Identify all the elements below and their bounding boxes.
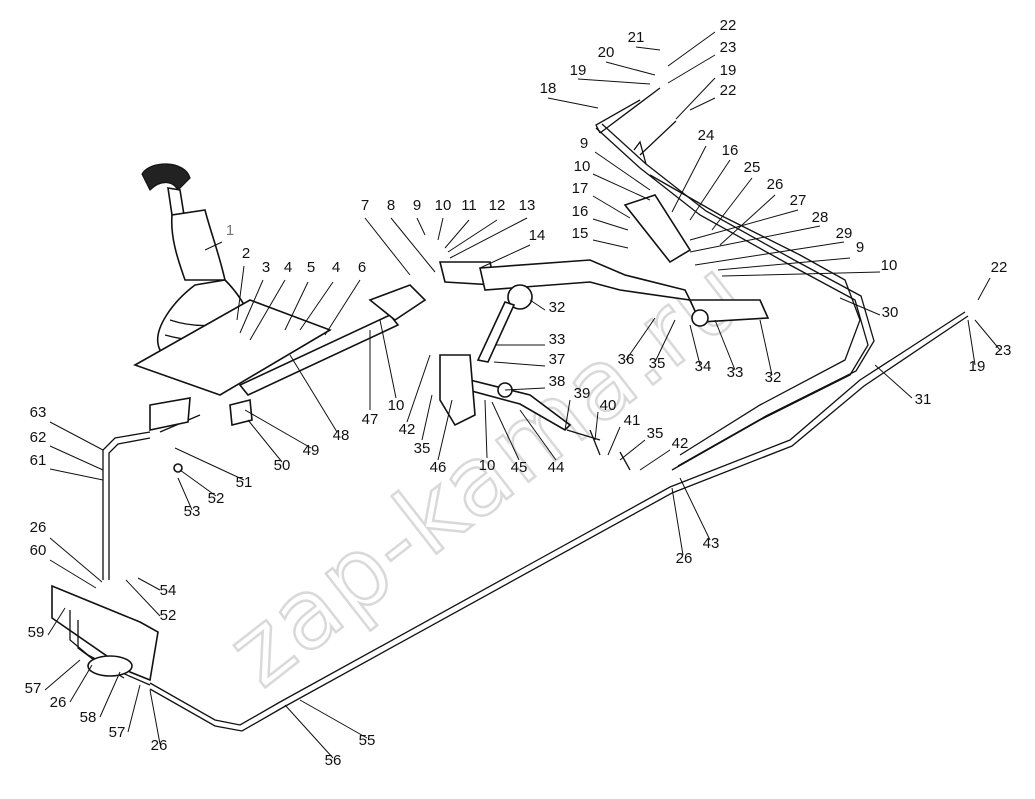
callout-51: 51 xyxy=(236,474,253,491)
callout-3: 3 xyxy=(262,259,270,276)
callout-46: 46 xyxy=(430,459,447,476)
callout-24: 24 xyxy=(698,127,715,144)
callout-29: 29 xyxy=(836,225,853,242)
callout-41: 41 xyxy=(624,412,641,429)
callout-47: 47 xyxy=(362,411,379,428)
callout-16: 16 xyxy=(722,142,739,159)
callout-42: 42 xyxy=(672,435,689,452)
shift-rods xyxy=(149,194,770,473)
callout-2: 2 xyxy=(242,245,250,262)
callout-10: 10 xyxy=(388,397,405,414)
callout-57: 57 xyxy=(109,724,126,741)
callout-19: 19 xyxy=(570,62,587,79)
callout-18: 18 xyxy=(540,80,557,97)
callout-61: 61 xyxy=(30,452,47,469)
callout-26: 26 xyxy=(767,176,784,193)
callout-32: 32 xyxy=(549,299,566,316)
callout-17: 17 xyxy=(572,180,589,197)
callout-25: 25 xyxy=(744,159,761,176)
callout-9: 9 xyxy=(580,135,588,152)
callout-37: 37 xyxy=(549,351,566,368)
callout-26: 26 xyxy=(30,519,47,536)
callout-50: 50 xyxy=(274,457,291,474)
callout-23: 23 xyxy=(720,39,737,56)
callout-4: 4 xyxy=(332,259,340,276)
callout-22: 22 xyxy=(720,17,737,34)
callout-5: 5 xyxy=(307,259,315,276)
callout-35: 35 xyxy=(414,440,431,457)
callout-32: 32 xyxy=(765,369,782,386)
callout-15: 15 xyxy=(572,225,589,242)
callout-22: 22 xyxy=(991,259,1008,276)
callout-42: 42 xyxy=(399,421,416,438)
callout-44: 44 xyxy=(548,459,565,476)
callout-16: 16 xyxy=(572,203,589,220)
callout-56: 56 xyxy=(325,752,342,769)
callout-9: 9 xyxy=(856,239,864,256)
callout-33: 33 xyxy=(727,364,744,381)
callout-6: 6 xyxy=(358,259,366,276)
callout-19: 19 xyxy=(969,358,986,375)
control-cables xyxy=(51,87,969,732)
callout-63: 63 xyxy=(30,404,47,421)
callout-48: 48 xyxy=(333,427,350,444)
callout-1: 1 xyxy=(226,222,234,239)
callout-14: 14 xyxy=(529,227,546,244)
callout-13: 13 xyxy=(519,197,536,214)
callout-20: 20 xyxy=(598,44,615,61)
callout-9: 9 xyxy=(413,197,421,214)
callout-62: 62 xyxy=(30,429,47,446)
callout-52: 52 xyxy=(160,607,177,624)
callout-59: 59 xyxy=(28,624,45,641)
callout-38: 38 xyxy=(549,373,566,390)
callout-39: 39 xyxy=(574,385,591,402)
callout-11: 11 xyxy=(461,197,477,214)
callout-22: 22 xyxy=(720,82,737,99)
callout-58: 58 xyxy=(80,709,97,726)
callout-26: 26 xyxy=(151,737,168,754)
callout-10: 10 xyxy=(435,197,452,214)
callout-60: 60 xyxy=(30,542,47,559)
callout-45: 45 xyxy=(511,459,528,476)
callout-8: 8 xyxy=(387,197,395,214)
callout-10: 10 xyxy=(574,158,591,175)
callout-40: 40 xyxy=(600,397,617,414)
callout-43: 43 xyxy=(703,535,720,552)
callout-30: 30 xyxy=(882,304,899,321)
callout-23: 23 xyxy=(995,342,1012,359)
callout-54: 54 xyxy=(160,582,177,599)
callout-35: 35 xyxy=(647,425,664,442)
callout-34: 34 xyxy=(695,358,712,375)
callout-26: 26 xyxy=(676,550,693,567)
callout-49: 49 xyxy=(303,442,320,459)
callout-27: 27 xyxy=(790,192,807,209)
callout-36: 36 xyxy=(618,351,635,368)
callout-7: 7 xyxy=(361,197,369,214)
callout-57: 57 xyxy=(25,680,42,697)
callout-12: 12 xyxy=(489,197,506,214)
callout-26: 26 xyxy=(50,694,67,711)
callout-21: 21 xyxy=(628,29,645,46)
leader-lines xyxy=(44,31,1001,759)
callout-10: 10 xyxy=(881,257,898,274)
callout-35: 35 xyxy=(649,355,666,372)
callout-31: 31 xyxy=(915,391,932,408)
callout-4: 4 xyxy=(284,259,292,276)
callout-33: 33 xyxy=(549,331,566,348)
callout-19: 19 xyxy=(720,62,737,79)
callout-28: 28 xyxy=(812,209,829,226)
callout-52: 52 xyxy=(208,490,225,507)
callout-10: 10 xyxy=(479,457,496,474)
gear-lever xyxy=(133,163,332,396)
callout-55: 55 xyxy=(359,732,376,749)
callout-53: 53 xyxy=(184,503,201,520)
